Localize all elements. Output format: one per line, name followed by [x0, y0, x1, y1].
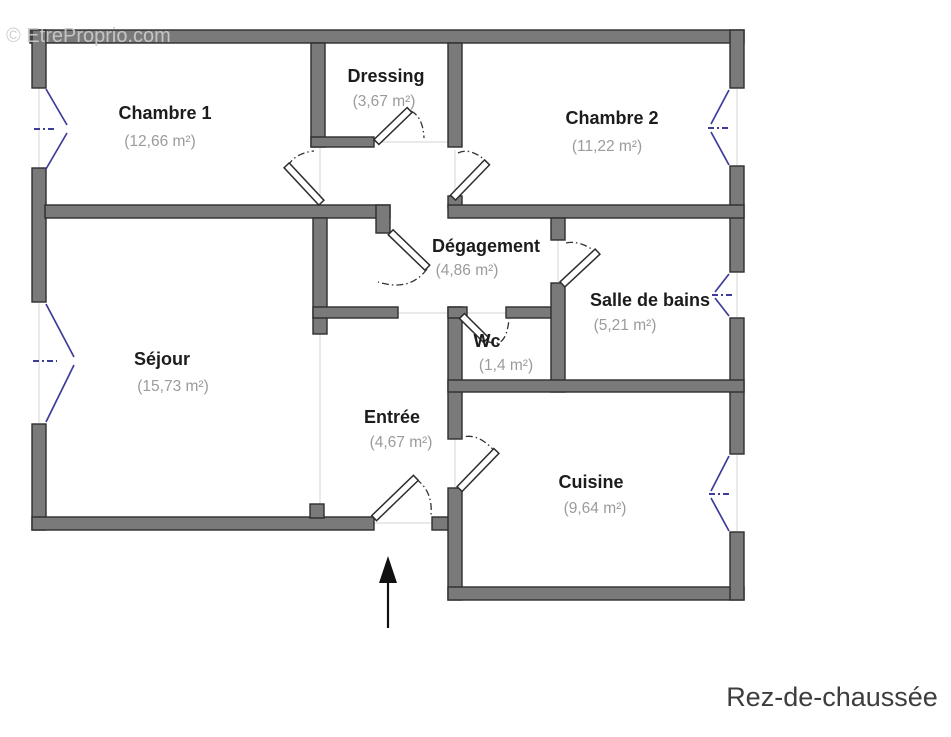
label-wc-name: Wc: [474, 331, 501, 351]
window-salle-de-bains: [712, 273, 732, 317]
label-chambre1-name: Chambre 1: [118, 103, 211, 123]
label-sejour-area: (15,73 m²): [137, 378, 209, 395]
label-sejour-name: Séjour: [134, 349, 190, 369]
door-chambre1: [282, 161, 326, 207]
door-dressing: [372, 106, 414, 146]
door-degagement: [387, 228, 431, 272]
opening-lines: [38, 88, 738, 531]
label-chambre1-area: (12,66 m²): [124, 133, 196, 150]
door-wc: [458, 312, 490, 344]
window-sejour: [33, 303, 75, 423]
room-labels: Chambre 1 (12,66 m²) Dressing (3,67 m²) …: [118, 66, 710, 517]
door-chambre2: [449, 158, 491, 202]
label-entree-name: Entrée: [364, 407, 420, 427]
label-wc-area: (1,4 m²): [479, 357, 533, 374]
doors: [282, 106, 601, 522]
windows: [33, 88, 732, 532]
watermark: © EtreProprio.com: [6, 25, 171, 47]
floor-label: Rez-de-chaussée: [726, 682, 938, 712]
walls: [29, 29, 745, 601]
label-chambre2-name: Chambre 2: [565, 108, 658, 128]
door-cuisine: [456, 447, 500, 493]
label-entree-area: (4,67 m²): [370, 434, 433, 451]
label-degagement-name: Dégagement: [432, 236, 540, 256]
label-salle-de-bains-area: (5,21 m²): [594, 317, 657, 334]
door-entree-front: [370, 474, 420, 522]
label-chambre2-area: (11,22 m²): [572, 138, 642, 155]
label-degagement-area: (4,86 m²): [436, 262, 499, 279]
label-salle-de-bains-name: Salle de bains: [590, 290, 710, 310]
door-salle-de-bains: [559, 248, 601, 288]
window-chambre1: [34, 88, 68, 170]
label-cuisine-area: (9,64 m²): [564, 500, 627, 517]
label-dressing-name: Dressing: [347, 66, 424, 86]
label-dressing-area: (3,67 m²): [353, 93, 416, 110]
window-chambre2: [708, 89, 730, 166]
window-cuisine: [709, 455, 731, 532]
entrance-arrow: [379, 556, 397, 628]
label-cuisine-name: Cuisine: [558, 472, 623, 492]
